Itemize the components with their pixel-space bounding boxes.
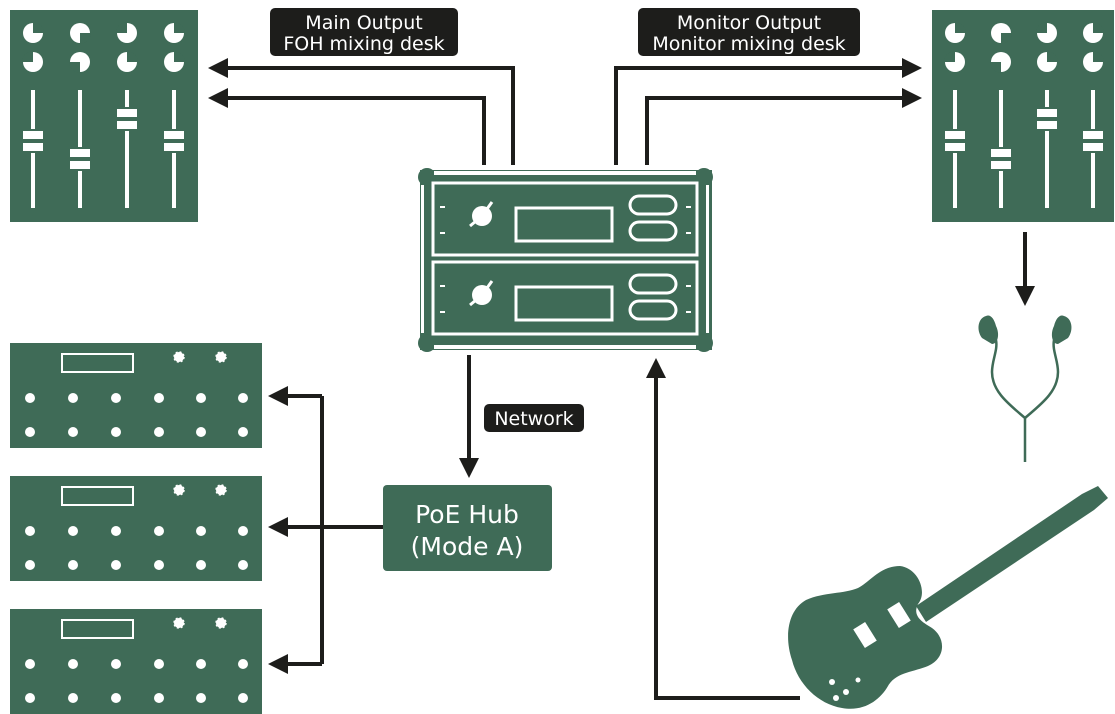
- main-output-subtitle: FOH mixing desk: [283, 33, 444, 55]
- monitor-output-arrows: [614, 58, 922, 165]
- network-label: Network: [484, 404, 584, 432]
- poe-hub: PoE Hub (Mode A): [383, 485, 552, 571]
- main-output-title: Main Output: [305, 12, 422, 34]
- personal-mixer-icon: [10, 343, 262, 448]
- network-label-text: Network: [494, 408, 573, 430]
- monitor-output-subtitle: Monitor mixing desk: [652, 33, 845, 55]
- hub-distribution-arrows: [268, 386, 383, 674]
- personal-mixer-icon: [10, 609, 262, 714]
- poe-hub-title: PoE Hub: [415, 500, 519, 529]
- guitar-input-arrow: [646, 358, 800, 700]
- earphones-icon: [978, 315, 1072, 462]
- monitor-mixing-desk-icon: [932, 10, 1114, 222]
- main-output-arrows: [208, 58, 515, 165]
- main-output-label: Main Output FOH mixing desk: [270, 8, 458, 56]
- personal-mixer-icon: [10, 476, 262, 581]
- electric-guitar-icon: [788, 486, 1108, 709]
- monitor-output-title: Monitor Output: [677, 12, 821, 34]
- monitor-output-label: Monitor Output Monitor mixing desk: [638, 8, 860, 56]
- foh-mixing-desk-icon: [10, 10, 198, 222]
- rack-unit-icon: [418, 168, 713, 352]
- poe-hub-mode: (Mode A): [411, 532, 524, 561]
